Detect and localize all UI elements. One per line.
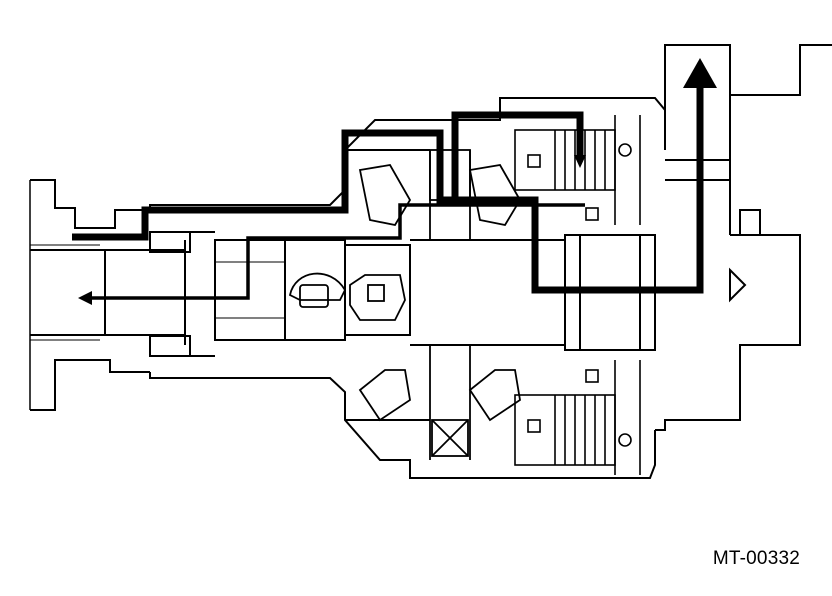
figure-code: MT-00332 <box>712 548 800 569</box>
power-flow-to-front <box>92 203 585 300</box>
left-shaft-housing <box>29 179 286 411</box>
arrow-down-icon <box>574 155 586 168</box>
arrow-up-icon <box>683 58 717 88</box>
clutch-pack-lower <box>514 360 641 475</box>
bevel-gears-lower <box>358 345 521 460</box>
bevel-gears-upper <box>358 149 522 240</box>
right-housing <box>655 44 832 431</box>
arrow-left-icon <box>78 291 92 305</box>
power-flow-to-rear <box>72 80 704 294</box>
differential-pinion <box>288 272 406 321</box>
clutch-pack-upper <box>514 115 641 225</box>
